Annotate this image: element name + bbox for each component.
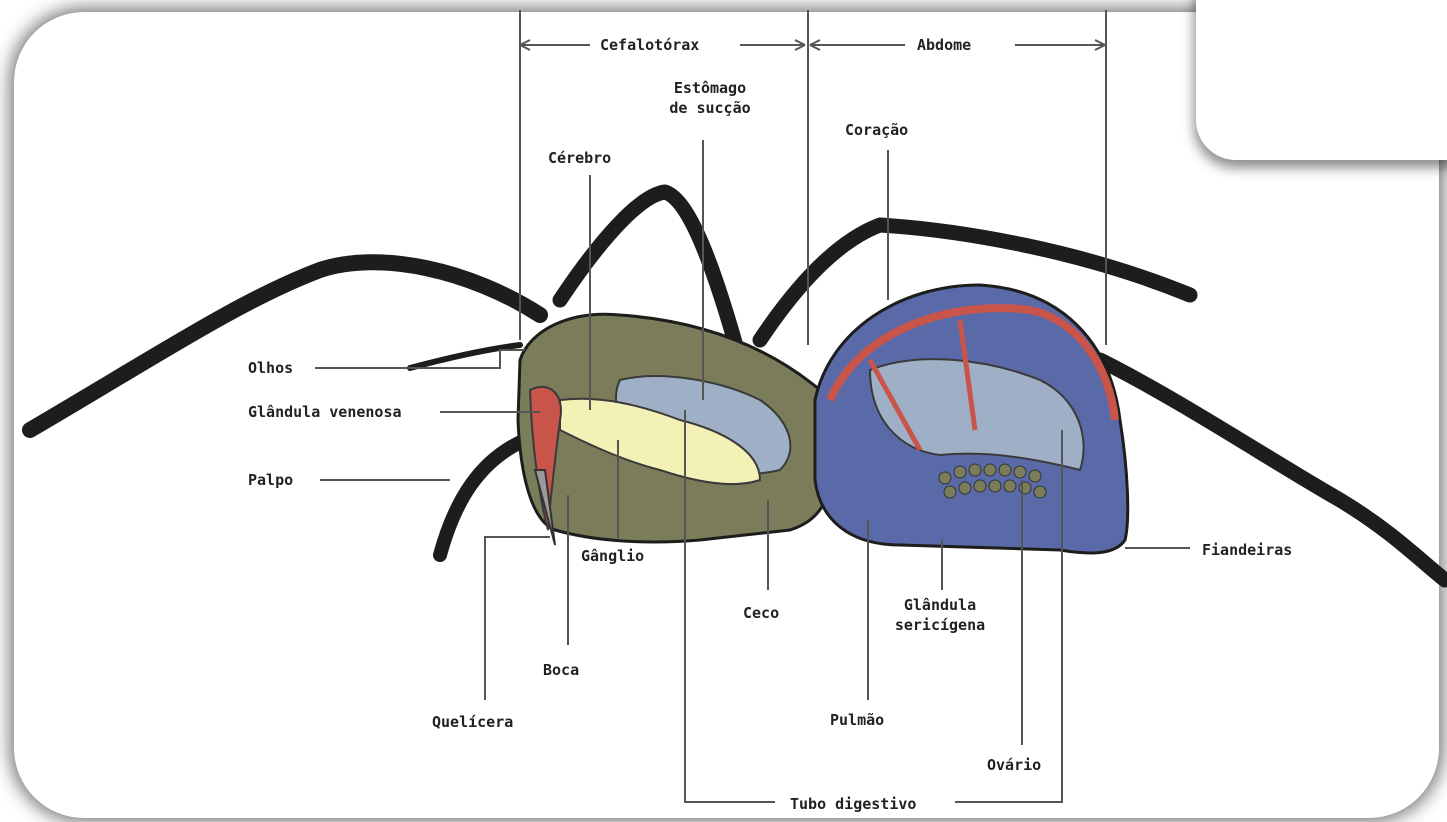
label-ovary: Ovário	[987, 755, 1041, 775]
label-digestive-tube: Tubo digestivo	[790, 794, 916, 814]
label-stomach-line1: Estômago	[650, 78, 770, 98]
label-heart: Coração	[845, 120, 908, 140]
label-palp: Palpo	[248, 470, 293, 490]
label-cephalothorax: Cefalotórax	[600, 35, 699, 55]
label-chelicera: Quelícera	[432, 712, 513, 732]
label-cecum: Ceco	[743, 603, 779, 623]
label-brain: Cérebro	[548, 148, 611, 168]
label-silk-gland-line1: Glândula	[880, 595, 1000, 615]
label-stomach-line2: de sucção	[650, 98, 770, 118]
label-abdomen: Abdome	[917, 35, 971, 55]
label-ganglion: Gânglio	[581, 546, 644, 566]
label-venom-gland: Glândula venenosa	[248, 402, 402, 422]
label-silk-gland-line2: sericígena	[880, 615, 1000, 635]
label-mouth: Boca	[543, 660, 579, 680]
label-silk-gland: Glândula sericígena	[880, 595, 1000, 635]
label-eyes: Olhos	[248, 358, 293, 378]
label-lung: Pulmão	[830, 710, 884, 730]
label-spinnerets: Fiandeiras	[1202, 540, 1292, 560]
label-stomach: Estômago de sucção	[650, 78, 770, 118]
leg-thin-left	[410, 345, 520, 368]
line-chelicera	[485, 537, 550, 700]
